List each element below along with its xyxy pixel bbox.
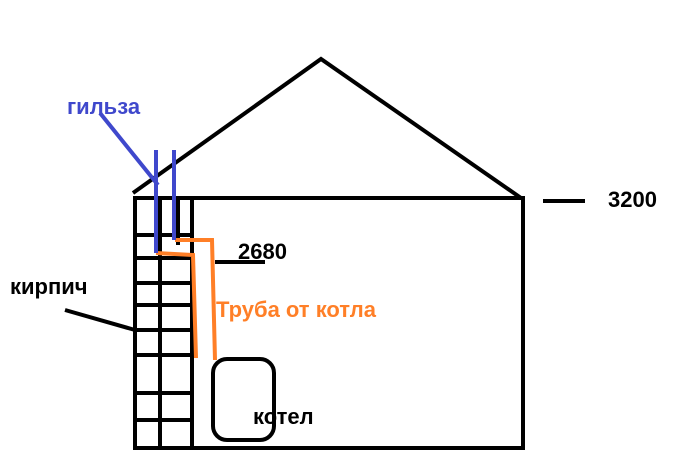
house-walls — [133, 196, 525, 450]
boiler-box — [211, 357, 276, 442]
roof — [131, 56, 523, 200]
leader-lines — [64, 199, 585, 332]
boiler-pipe — [155, 251, 198, 359]
height-ceiling-label: 2680 — [238, 239, 287, 264]
sleeve-label: гильза — [67, 94, 141, 119]
sleeve-pipe — [98, 111, 176, 253]
boiler-label: котел — [253, 404, 314, 429]
boiler-pipe-label: Труба от котла — [216, 297, 377, 322]
brick-label: кирпич — [10, 274, 88, 299]
boiler-pipe-outer — [175, 238, 217, 361]
brick-chimney — [135, 198, 194, 448]
height-ridge-label: 3200 — [608, 187, 657, 212]
